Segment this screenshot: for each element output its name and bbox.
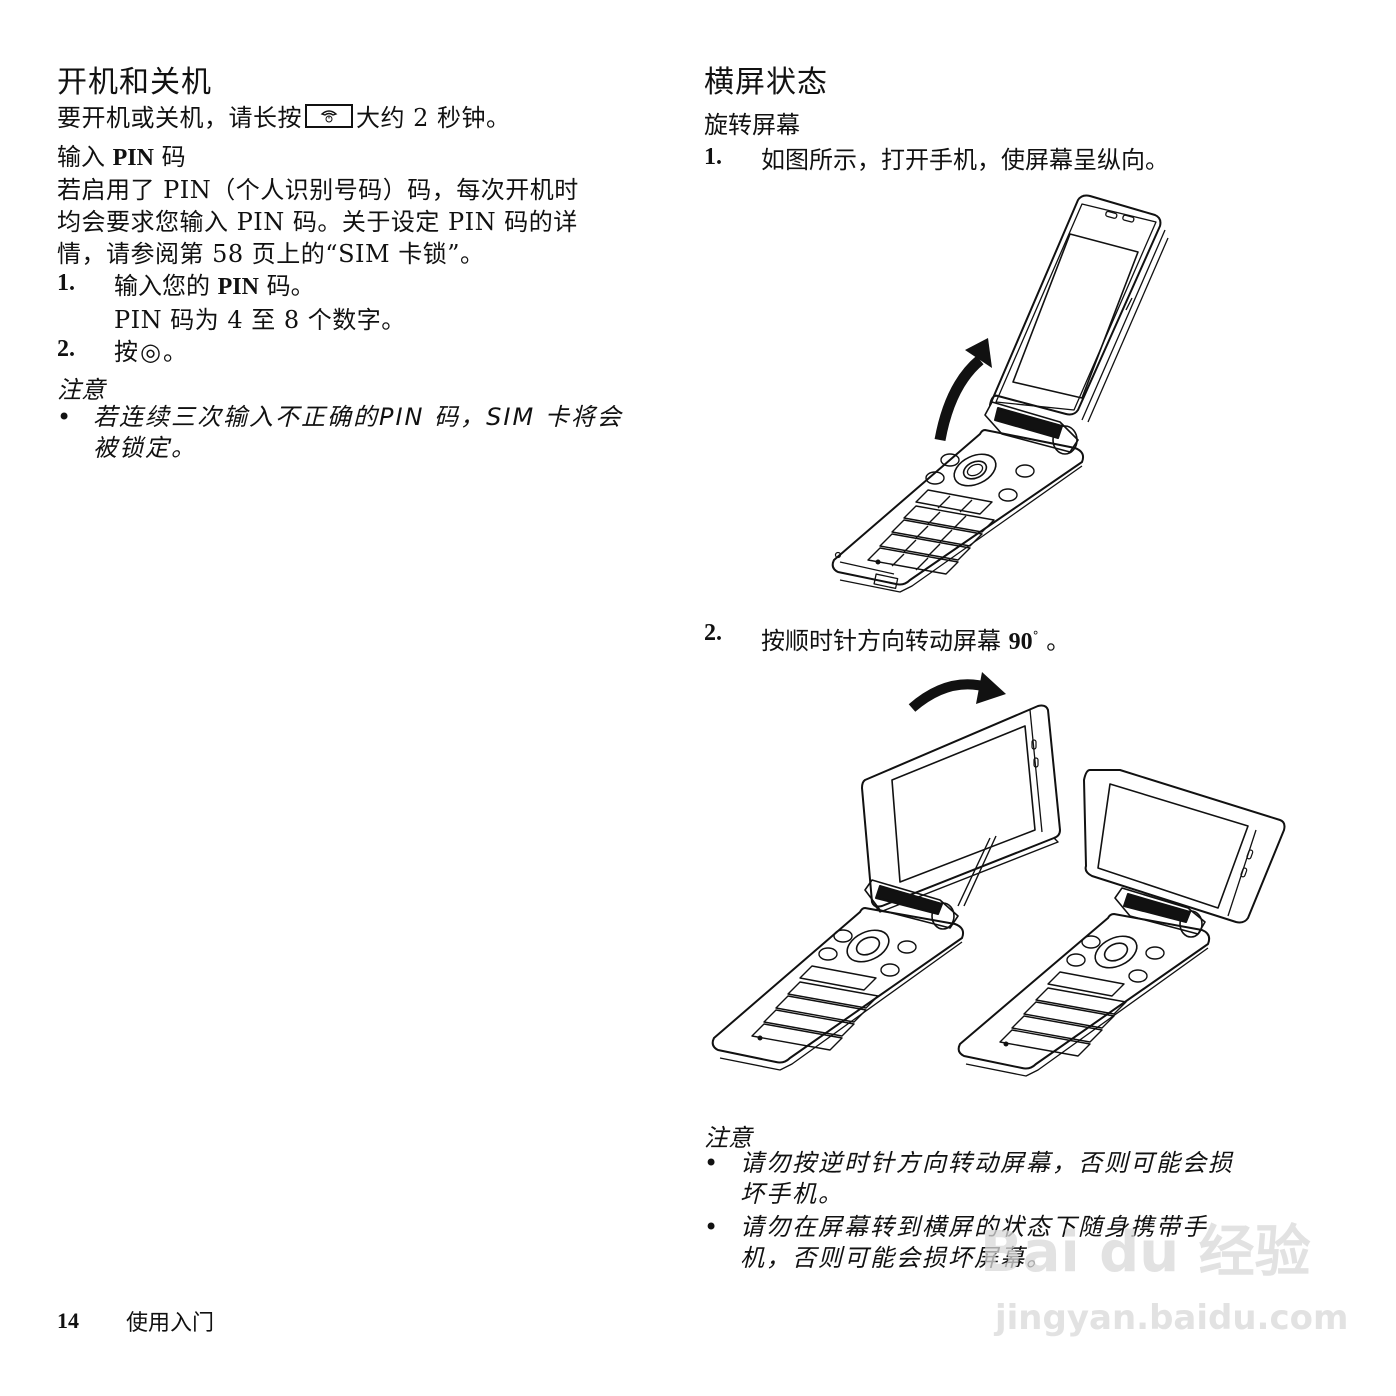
phone-open-portrait-illustration (831, 194, 1169, 593)
step-1-sub: PIN 码为 4 至 8 个数字。 (114, 306, 406, 334)
step-1-open-phone: 1. 如图所示，打开手机，使屏幕呈纵向。 (704, 144, 1169, 174)
power-end-key-icon (305, 104, 353, 128)
step-2-rotate-screen: 2. 按顺时针方向转动屏幕 90° 。 (704, 620, 1071, 655)
heading-landscape-mode: 横屏状态 (704, 65, 828, 100)
note-item-right-1: • 请勿按逆时针方向转动屏幕，否则可能会损 坏手机。 (704, 1149, 1234, 1208)
subheading-rotate-screen: 旋转屏幕 (704, 111, 800, 139)
power-instruction: 要开机或关机，请长按大约 2 秒钟。 (57, 104, 511, 132)
baidu-watermark-logo: Bai du 经验 (980, 1220, 1311, 1285)
baidu-watermark-url: jingyan.baidu.com (995, 1298, 1349, 1338)
footer-section-name: 使用入门 (126, 1311, 215, 1336)
note-title-left: 注意 (57, 376, 105, 404)
heading-power-on-off: 开机和关机 (57, 65, 212, 100)
select-key-icon: ◎ (140, 338, 161, 366)
step-1-enter-pin: 1. 输入您的 PIN 码。 (57, 270, 315, 300)
page-number: 14 (57, 1308, 79, 1333)
note-title-right: 注意 (704, 1124, 752, 1152)
step-2-press-select: 2. 按◎。 (57, 336, 187, 366)
note-item-right-2: • 请勿在屏幕转到横屏的状态下随身携带手 机，否则可能会损坏屏幕。 (704, 1213, 1208, 1272)
heading-enter-pin: 输入 PIN 码 (57, 143, 186, 171)
phone-rotate-landscape-illustration (711, 672, 1286, 1077)
pin-paragraph: 若启用了 PIN（个人识别号码）码，每次开机时 均会要求您输入 PIN 码。关于… (57, 176, 579, 268)
note-item-left: • 若连续三次输入不正确的PIN 码，SIM 卡将会 被锁定。 (57, 403, 623, 462)
